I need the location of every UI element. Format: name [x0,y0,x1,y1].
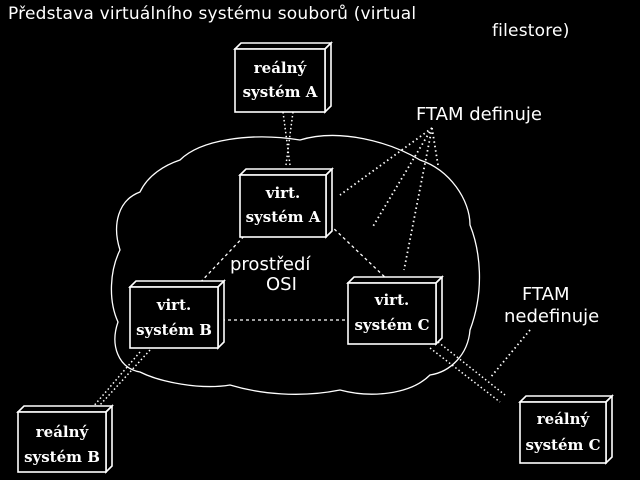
box-real-a-line-1: reálný [254,59,308,77]
box-virt-a-line-2: systém A [246,208,321,226]
pointer-defines-1 [339,127,433,196]
box-virt-b-line-1: virt. [156,296,191,314]
box-real-system-b: reálný systém B [16,404,114,474]
box-real-c-line-2: systém C [525,436,600,454]
pointer-defines-3 [403,127,433,271]
box-real-c-line-1: reálný [537,410,591,428]
link-virt-b-real-b [99,349,151,406]
box-real-b-line-1: reálný [36,423,90,441]
pointer-defines-2 [371,127,433,229]
box-virt-a-line-1: virt. [265,184,300,202]
title-line-2: filestore) [492,21,570,41]
cloud-label-line-1: prostředí [230,254,311,275]
title-line-1: Představa virtuálního systému souborů (v… [8,4,416,24]
box-virt-c-line-2: systém C [354,316,429,334]
box-virt-c-line-1: virt. [374,291,409,309]
box-virt-b-line-2: systém B [136,321,212,339]
osi-cloud [110,134,481,395]
pointer-defines-4 [431,127,439,166]
link-real-a-virt-a [282,111,291,166]
box-real-system-a: reálný systém A [233,41,333,114]
cloud-label-line-2: OSI [266,274,297,295]
annotation-ftam-label: FTAM [522,284,569,305]
box-real-a-line-2: systém A [243,83,318,101]
pointer-not-defines [489,329,531,379]
annotation-not-defines: nedefinuje [504,306,599,327]
link-virt-c-real-c-2 [429,347,501,403]
box-virt-system-a: virt. systém A [238,167,334,239]
link-virt-b-real-b-2 [91,351,141,409]
box-virt-system-b: virt. systém B [128,279,226,350]
box-real-b-line-2: systém B [24,448,100,466]
box-real-system-c: reálný systém C [518,394,614,465]
box-virt-system-c: virt. systém C [346,275,444,346]
link-virt-a-virt-c [329,224,391,283]
annotation-ftam-defines: FTAM definuje [416,104,542,125]
link-virt-a-virt-b [194,231,249,289]
link-real-a-virt-a-2 [285,111,294,166]
